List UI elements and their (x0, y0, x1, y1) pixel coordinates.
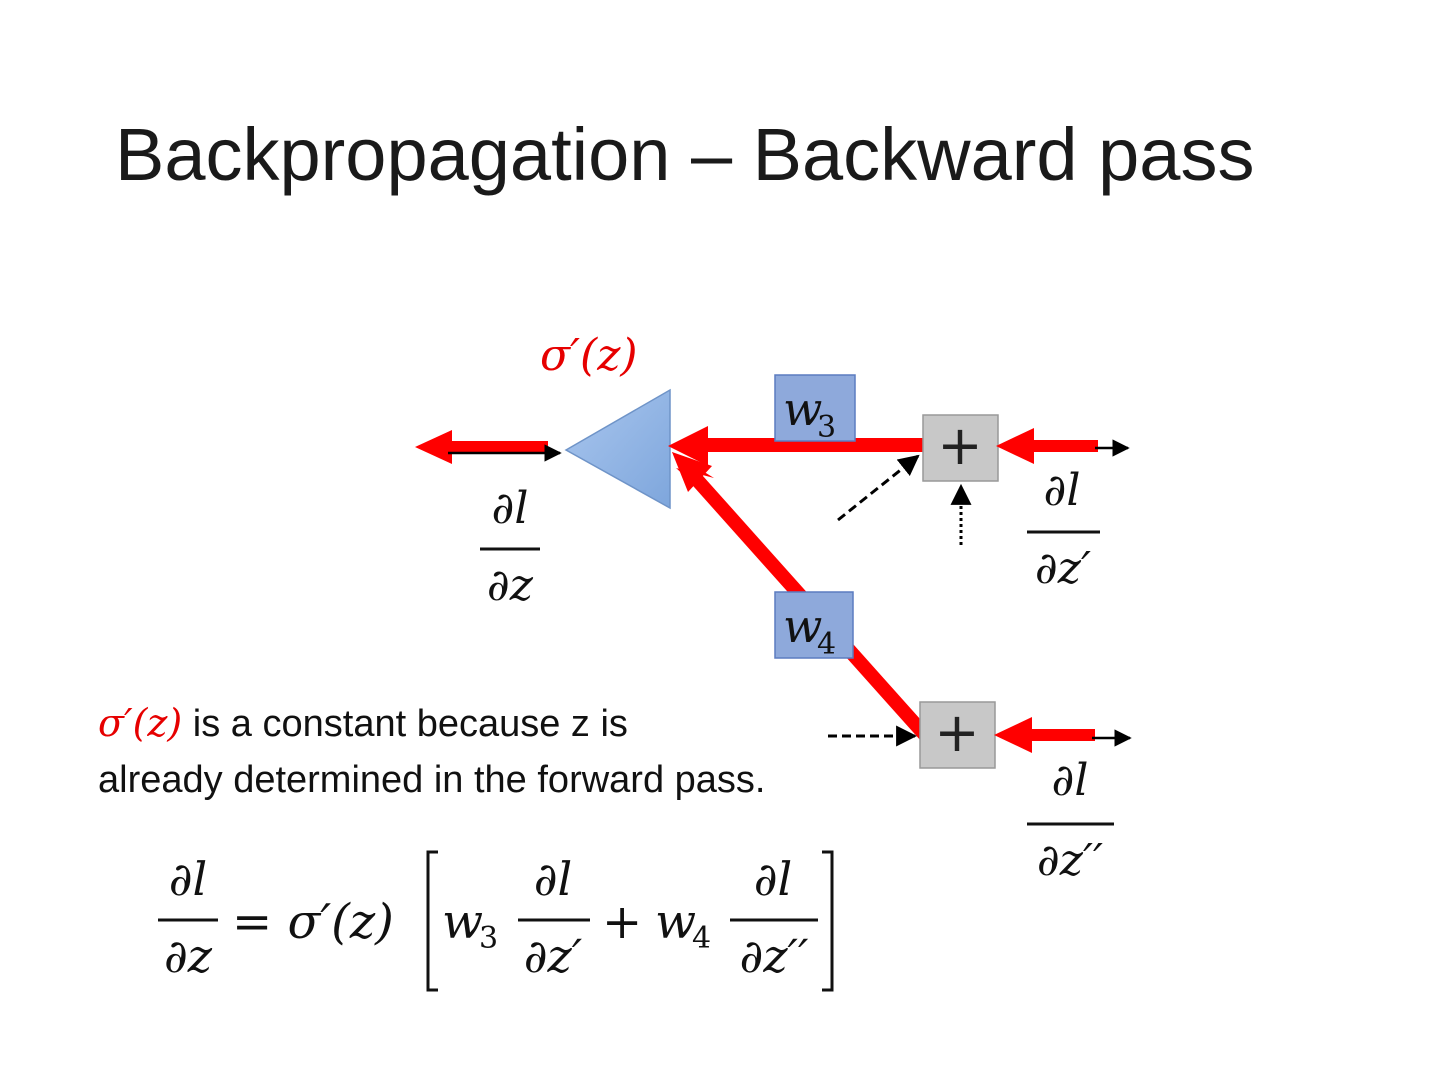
note-line-1: σ′(z) is a constant because z is (98, 695, 765, 752)
fraction-dl-dz-prime: ∂l ∂z′ (1027, 465, 1100, 594)
w4-label: w (783, 599, 822, 653)
eq-frac2-num: ∂l (754, 852, 793, 906)
fraction-dl-dz-num: ∂l (492, 483, 529, 534)
note-line-1-text: is a constant because z is (182, 703, 628, 745)
eq-w3-sub: 3 (479, 921, 498, 956)
constant-note: σ′(z) is a constant because z is already… (98, 695, 765, 808)
fraction-dl-dz-prime-num: ∂l (1044, 465, 1081, 516)
incoming-gradient-top (996, 428, 1130, 464)
weight-w4-box: w 4 (774, 591, 854, 662)
fraction-dl-dz-double-prime-den: ∂z′′ (1037, 835, 1103, 886)
dashed-input-top (837, 454, 920, 522)
note-line-2: already determined in the forward pass. (98, 759, 766, 801)
fraction-dl-dz: ∂l ∂z (480, 483, 540, 611)
fraction-dl-dz-double-prime-num: ∂l (1052, 755, 1089, 806)
eq-w4-sub: 4 (692, 921, 711, 956)
plus-node-bottom: + (919, 701, 996, 769)
eq-frac1-den: ∂z′ (524, 929, 583, 983)
note-sigma: σ′(z) (98, 701, 183, 745)
eq-frac2-den: ∂z′′ (740, 929, 809, 983)
fraction-dl-dz-prime-den: ∂z′ (1035, 543, 1091, 594)
eq-lhs-num: ∂l (169, 852, 208, 906)
incoming-gradient-bottom (994, 717, 1132, 753)
plus-node-top: + (922, 414, 999, 482)
sigma-prime-label: σ′(z) (540, 330, 638, 381)
eq-frac1-num: ∂l (534, 852, 573, 906)
w4-subscript: 4 (817, 627, 836, 662)
eq-equals-sigma: = σ′(z) (232, 894, 394, 950)
weight-w3-box: w 3 (774, 374, 856, 445)
plus-symbol-bottom: + (934, 701, 979, 764)
w3-label: w (783, 382, 822, 436)
eq-w3: w (442, 894, 483, 950)
fraction-dl-dz-den: ∂z (487, 560, 534, 611)
fraction-dl-dz-double-prime: ∂l ∂z′′ (1027, 755, 1114, 886)
w3-subscript: 3 (817, 410, 836, 445)
backprop-equation: ∂l ∂z = σ′(z) w 3 ∂l ∂z′ + w 4 ∂l ∂z′′ (158, 850, 834, 992)
output-gradient-arrow (415, 430, 562, 464)
gradient-path-w3 (668, 426, 925, 466)
plus-symbol-top: + (937, 414, 982, 477)
eq-lhs-den: ∂z (164, 929, 213, 983)
eq-w4: w (655, 894, 696, 950)
neuron-triangle (564, 388, 671, 510)
eq-plus: + (602, 894, 642, 950)
slide-title: Backpropagation – Backward pass (115, 113, 1255, 196)
